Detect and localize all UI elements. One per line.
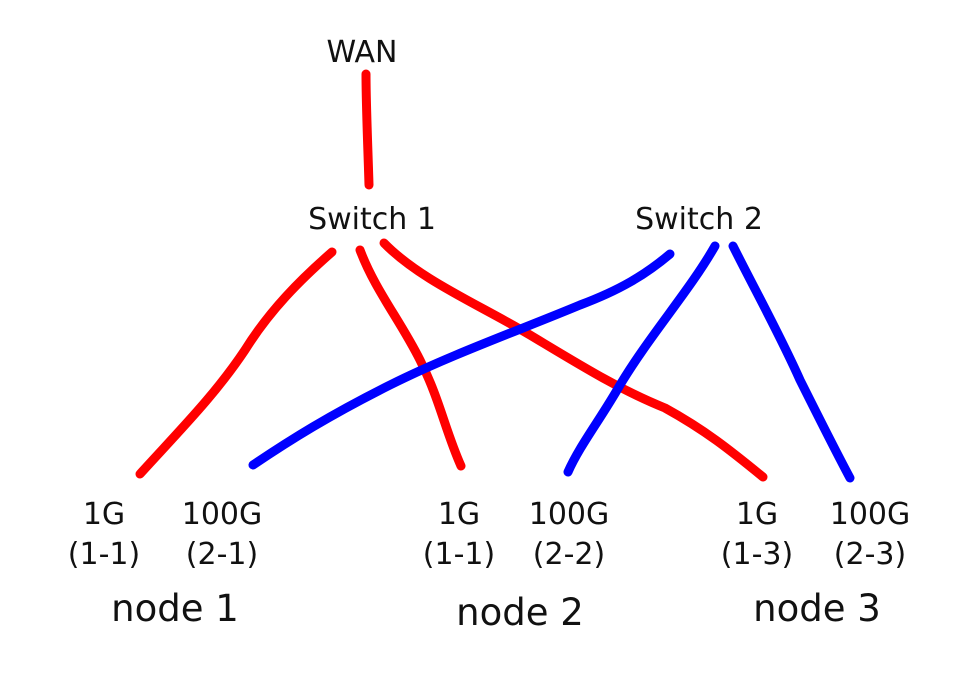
node3-port1-speed: 1G [735, 497, 779, 532]
link-switch2-node3-100g [728, 241, 855, 483]
node2-port2-speed: 100G [528, 497, 610, 532]
switch-2-label: Switch 2 [635, 202, 763, 237]
switch-1-label: Switch 1 [308, 202, 436, 237]
wan-label: WAN [326, 35, 398, 70]
link-wan-switch1 [361, 69, 374, 190]
node2-label: node 2 [456, 591, 584, 634]
link-switch2-node2-100g [563, 241, 720, 477]
node1-label: node 1 [111, 587, 239, 630]
node3-port1-id: (1-3) [720, 537, 794, 572]
link-switch1-node3-1g [379, 238, 768, 482]
node1-port2-id: (2-1) [185, 537, 259, 572]
node3-port2-speed: 100G [829, 497, 911, 532]
node2-port1-id: (1-1) [422, 537, 496, 572]
node2-port1-speed: 1G [437, 497, 481, 532]
node1-port1-id: (1-1) [67, 537, 141, 572]
node2-port2-id: (2-2) [532, 537, 606, 572]
node1-port2-speed: 100G [181, 497, 263, 532]
link-switch2-node1-100g [248, 249, 675, 470]
link-switch1-node2-1g [355, 245, 466, 471]
node3-label: node 3 [753, 587, 881, 630]
node1-port1-speed: 1G [82, 497, 126, 532]
link-switch1-node1-1g [135, 247, 337, 479]
node3-port2-id: (2-3) [833, 537, 907, 572]
